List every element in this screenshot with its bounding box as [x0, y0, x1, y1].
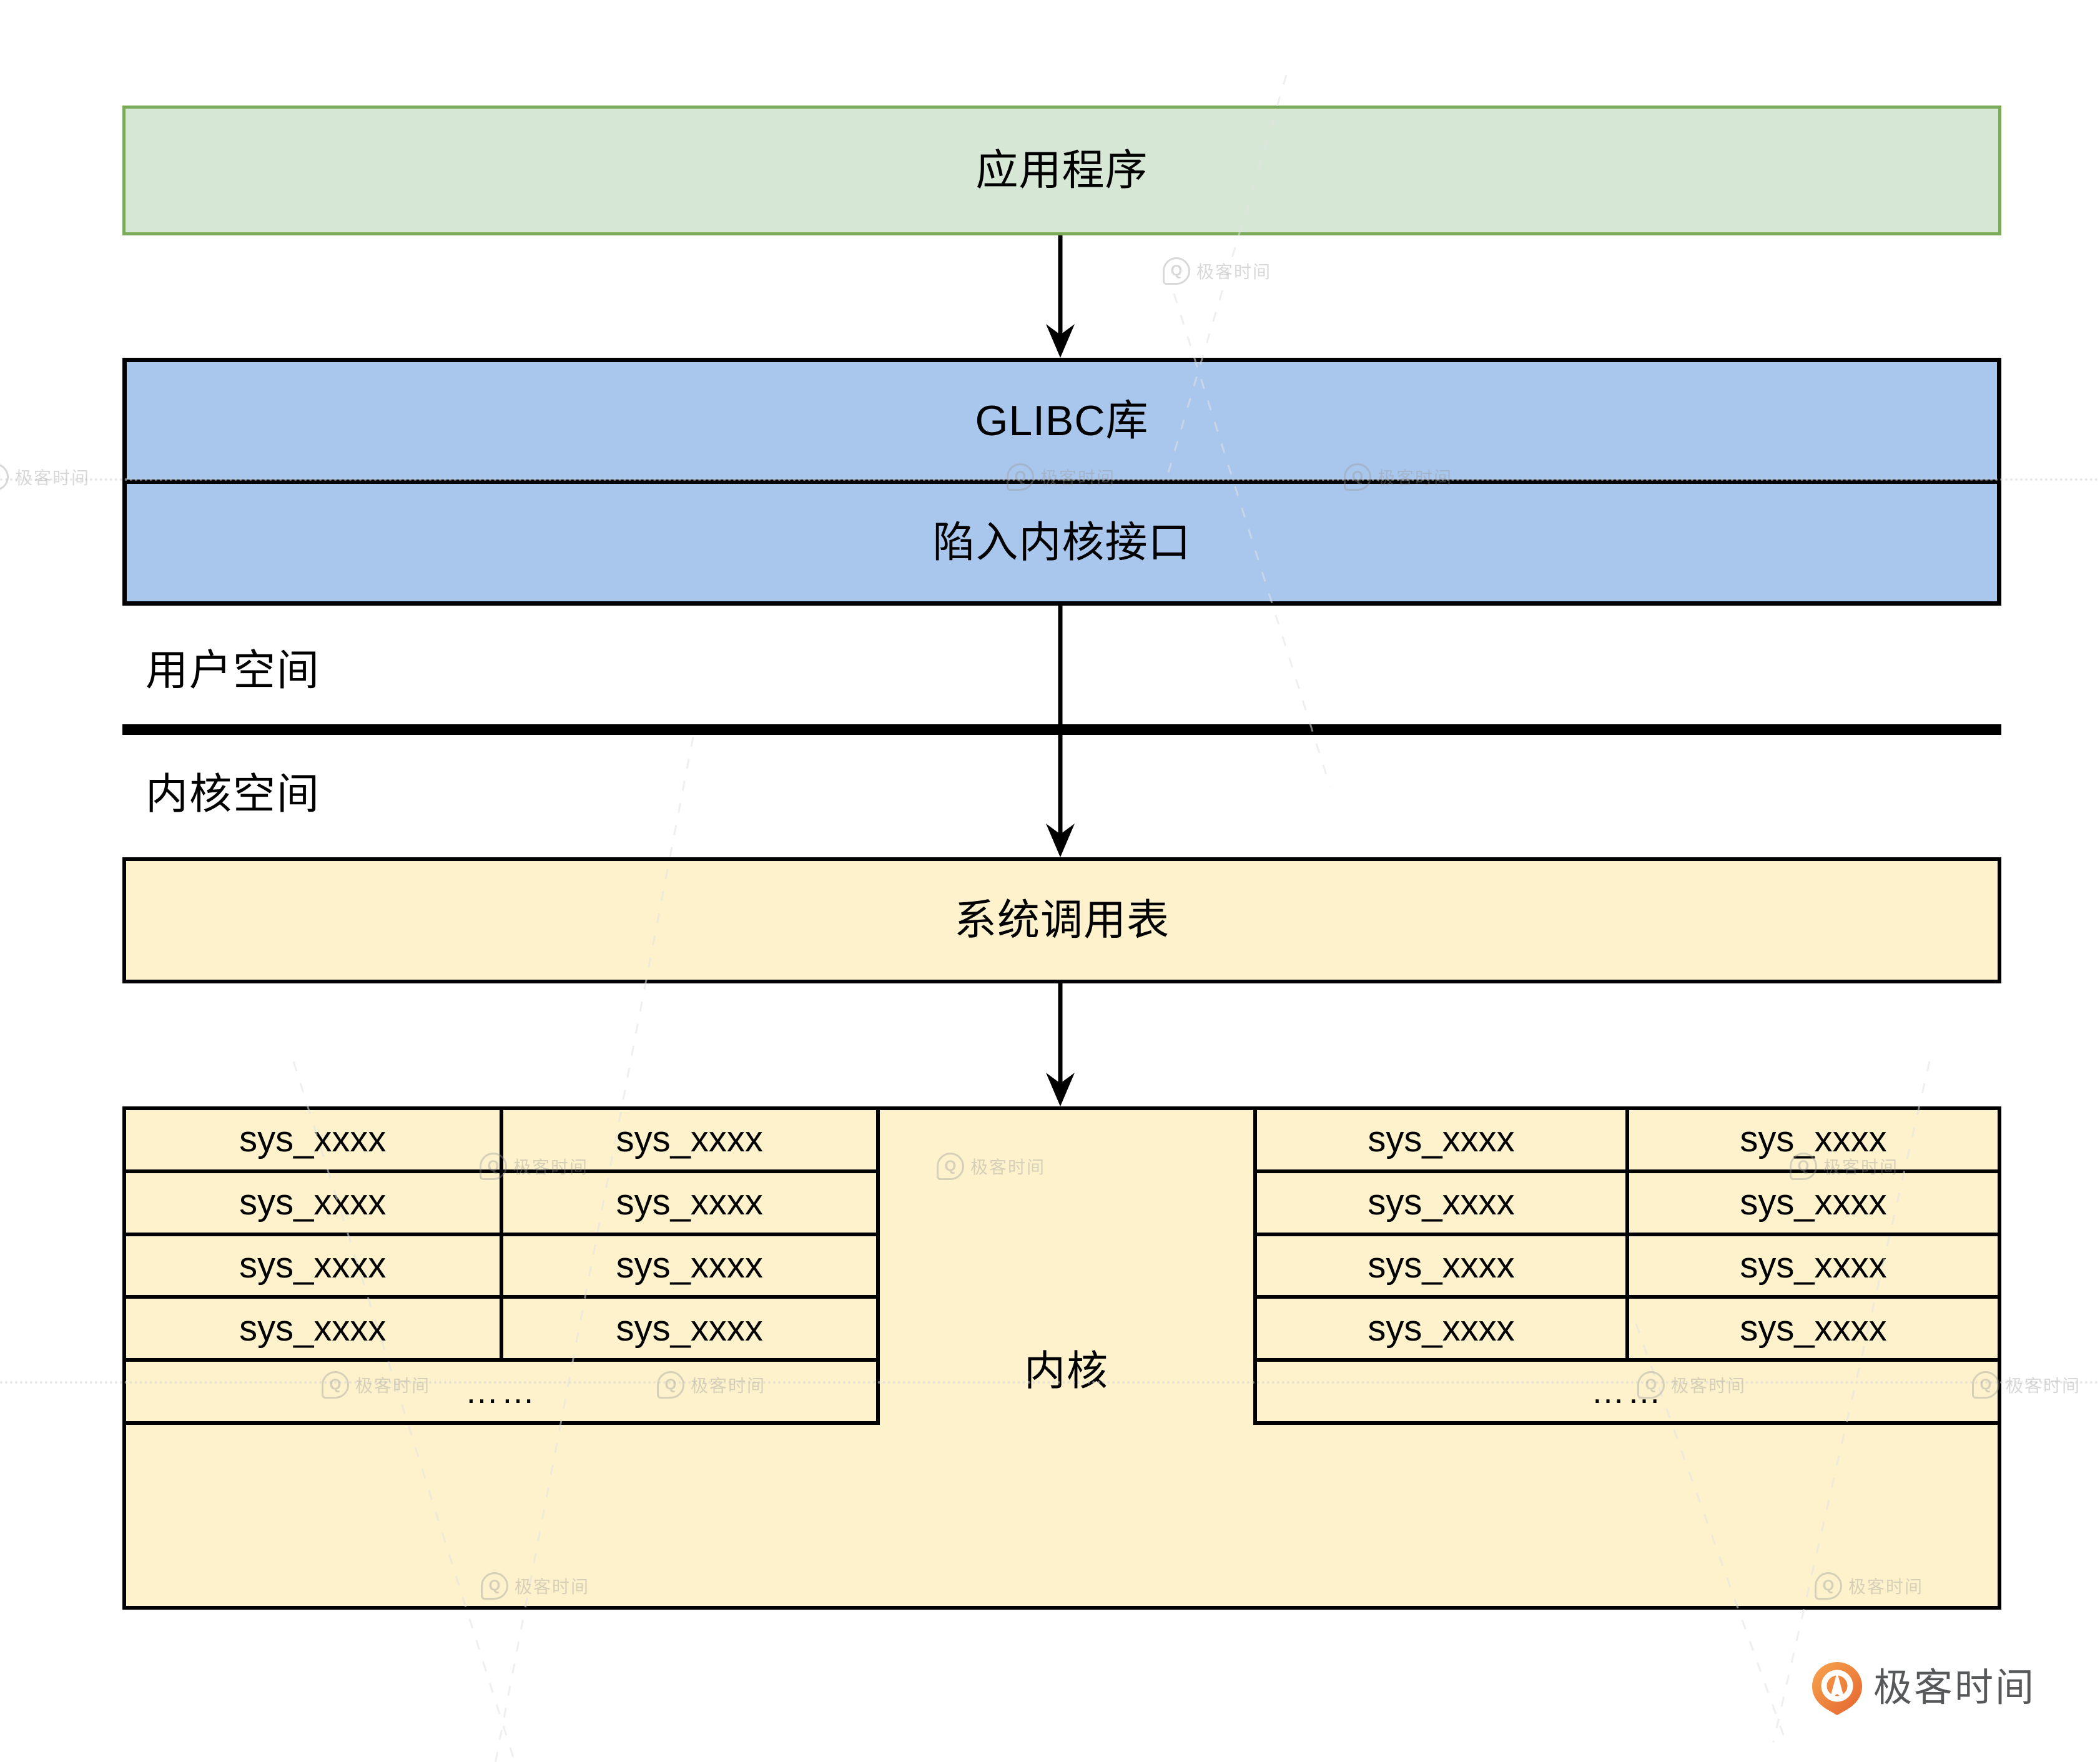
application-box: 应用程序 — [122, 106, 2001, 235]
sys-entry-cell: sys_xxxx — [1257, 1173, 1625, 1233]
arrow-syscall-table-to-kernel — [1046, 983, 1075, 1106]
watermark-q-icon: Q — [1163, 257, 1190, 285]
trap-kernel-interface-label: 陷入内核接口 — [932, 519, 1191, 566]
kernel-space-label: 内核空间 — [145, 770, 321, 818]
sys-entries-table-left: sys_xxxx sys_xxxx sys_xxxx sys_xxxx sys_… — [122, 1106, 880, 1425]
syscall-table-box: 系统调用表 — [122, 857, 2001, 983]
glibc-box: GLIBC库 — [127, 362, 1997, 484]
sys-entry-cell: sys_xxxx — [126, 1173, 500, 1233]
trap-kernel-interface-box: 陷入内核接口 — [127, 484, 1997, 601]
arrow-trap-to-syscall-table — [1046, 606, 1075, 857]
geektime-logo-text: 极客时间 — [1873, 1666, 2036, 1710]
glibc-trap-box: GLIBC库 陷入内核接口 — [122, 358, 2001, 606]
kernel-label: 内核 — [1024, 1347, 1109, 1394]
glibc-label: GLIBC库 — [975, 397, 1149, 445]
sys-entry-cell: sys_xxxx — [126, 1110, 500, 1169]
sys-entry-cell: sys_xxxx — [1257, 1299, 1625, 1359]
sys-entry-cell: sys_xxxx — [1257, 1236, 1625, 1296]
sys-entries-table-right: sys_xxxx sys_xxxx sys_xxxx sys_xxxx sys_… — [1253, 1106, 2001, 1425]
sys-entries-ellipsis: …… — [1257, 1362, 1998, 1421]
arrow-app-to-glibc — [1046, 235, 1075, 358]
sys-entry-cell: sys_xxxx — [1629, 1110, 1998, 1169]
watermark-q-icon: Q — [0, 463, 9, 491]
sys-entry-cell: sys_xxxx — [126, 1236, 500, 1296]
user-space-label: 用户空间 — [145, 647, 321, 694]
application-label: 应用程序 — [975, 147, 1148, 194]
syscall-table-label: 系统调用表 — [954, 897, 1170, 944]
sys-entry-cell: sys_xxxx — [1629, 1173, 1998, 1233]
sys-entry-cell: sys_xxxx — [126, 1299, 500, 1359]
sys-entry-cell: sys_xxxx — [503, 1173, 876, 1233]
sys-entry-cell: sys_xxxx — [1629, 1299, 1998, 1359]
geektime-pin-icon — [1812, 1662, 1862, 1715]
sys-entry-cell: sys_xxxx — [1257, 1110, 1625, 1169]
sys-entry-cell: sys_xxxx — [503, 1236, 876, 1296]
sys-entry-cell: sys_xxxx — [503, 1110, 876, 1169]
sys-entry-cell: sys_xxxx — [503, 1299, 876, 1359]
geektime-logo: 极客时间 — [1810, 1661, 2036, 1716]
sys-entry-cell: sys_xxxx — [1629, 1236, 1998, 1296]
sys-entries-ellipsis: …… — [126, 1362, 876, 1421]
